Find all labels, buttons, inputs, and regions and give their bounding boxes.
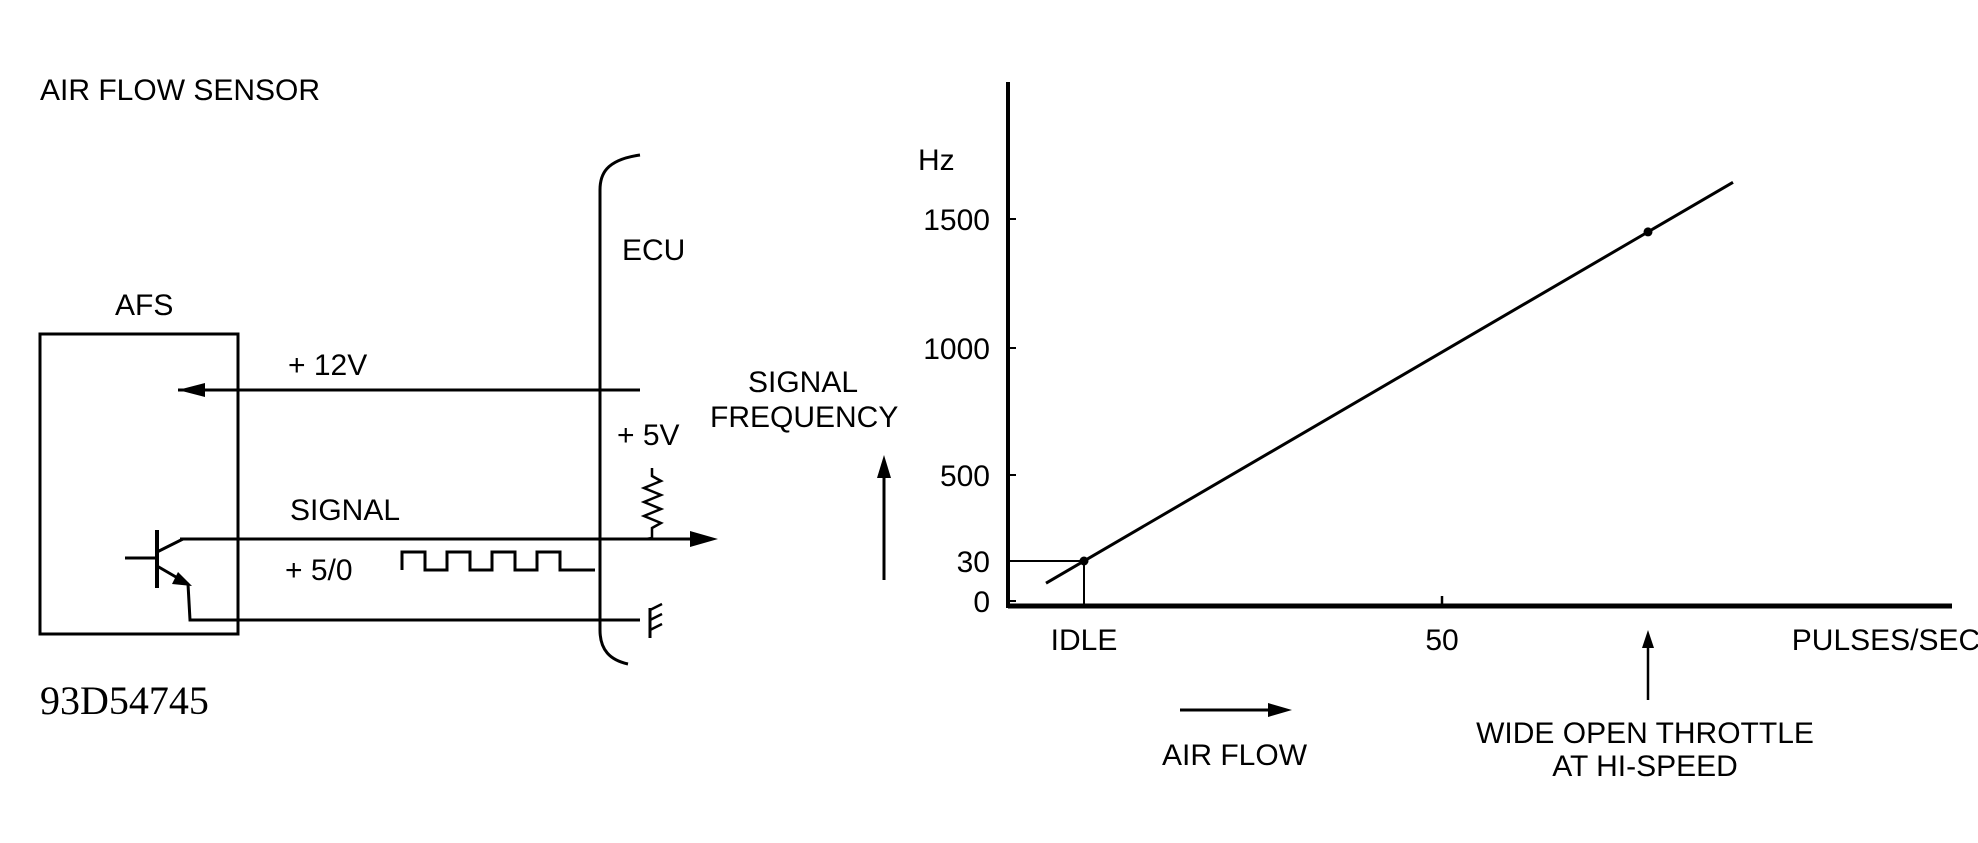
ground-symbol-tick-1 <box>649 602 663 612</box>
figure-code: 93D54745 <box>40 678 209 723</box>
y-tick-label-1000: 1000 <box>923 333 990 366</box>
signal-arrowhead <box>690 531 718 547</box>
wot-point <box>1643 227 1653 237</box>
y-title-line-1: SIGNAL <box>748 366 858 399</box>
v5-label: + 5V <box>617 419 680 452</box>
pullup-resistor <box>640 468 665 538</box>
x-tick-label-idle: IDLE <box>1051 624 1118 657</box>
air-flow-label: AIR FLOW <box>1162 739 1308 772</box>
y-unit-label: Hz <box>918 144 955 177</box>
y-tick-label-0: 0 <box>973 586 990 619</box>
afs-box <box>38 332 240 636</box>
wot-label-line-1: WIDE OPEN THROTTLE <box>1476 717 1814 750</box>
ecu-bracket <box>598 153 641 666</box>
circuit-title: AIR FLOW SENSOR <box>40 74 320 107</box>
ecu-label: ECU <box>622 234 685 267</box>
x-unit-label: PULSES/SEC <box>1792 624 1978 657</box>
transistor-collector <box>156 537 184 554</box>
emitter-arrow <box>172 572 192 586</box>
x-tick-label-50: 50 <box>1425 624 1458 657</box>
y-tick-label-500: 500 <box>940 460 990 493</box>
y-title-arrowhead <box>877 455 891 478</box>
pulse-waveform <box>400 550 595 572</box>
ground-symbol-tick-3 <box>649 622 663 632</box>
v12-label: + 12V <box>288 349 367 382</box>
air-flow-arrowhead <box>1268 703 1292 717</box>
y-title-line-2: FREQUENCY <box>710 401 898 434</box>
wot-arrowhead <box>1642 630 1654 648</box>
y-tick-label-30: 30 <box>957 546 990 579</box>
afs-label: AFS <box>115 289 173 322</box>
idle-point <box>1079 556 1089 566</box>
signal-level-label: + 5/0 <box>285 554 353 587</box>
ground-line <box>186 583 640 622</box>
v12-arrowhead <box>178 383 205 397</box>
series-line <box>1045 181 1734 585</box>
y-tick-label-1500: 1500 <box>923 204 990 237</box>
signal-label: SIGNAL <box>290 494 400 527</box>
ground-symbol-tick-2 <box>649 612 663 622</box>
wot-label-line-2: AT HI-SPEED <box>1552 750 1738 783</box>
